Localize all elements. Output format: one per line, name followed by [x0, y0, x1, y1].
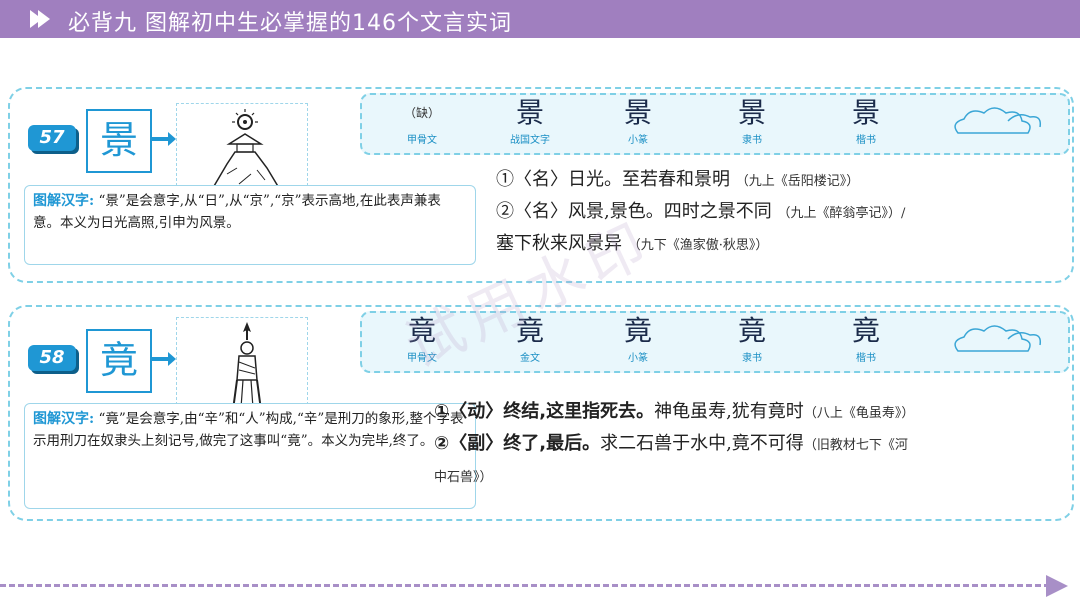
script-glyph: 景 [515, 96, 544, 129]
page-title: 必背九 图解初中生必掌握的146个文言实词 [68, 11, 512, 36]
bottom-divider [0, 584, 1050, 587]
script-label: 隶书 [742, 135, 762, 146]
definition-source: （九上《岳阳楼记》） [735, 174, 860, 189]
definition-2: ②〈副〉终了,最后。求二石兽于水中,竟不可得（旧教材七下《河 [434, 429, 1064, 461]
entry-number-badge: 58 [28, 345, 76, 371]
definition-text: 求二石兽于水中,竟不可得 [600, 433, 804, 454]
entry-number-badge: 57 [28, 125, 76, 151]
play-icon [38, 10, 50, 28]
cloud-icon [954, 107, 1042, 134]
definition-2: ②〈名〉风景,景色。四时之景不同 （九上《醉翁亭记》）/ [496, 197, 905, 229]
script-regular: 景 楷书 [826, 95, 906, 146]
script-glyph: 景 [623, 96, 652, 129]
arrow-icon [152, 352, 176, 366]
definitions-list: ①〈动〉终结,这里指死去。神龟虽寿,犹有竟时（八上《龟虽寿》） ②〈副〉终了,最… [434, 397, 1064, 493]
definition-text: 神龟虽寿,犹有竟时 [654, 401, 804, 422]
illustration-sun-over-hill [176, 103, 308, 201]
character-explanation: 图解汉字: “竟”是会意字,由“辛”和“人”构成,“辛”是刑刀的象形,整个字表示… [24, 403, 476, 509]
script-glyph: 景 [737, 96, 766, 129]
script-label: 战国文字 [510, 135, 550, 146]
script-glyph: 竟 [407, 314, 436, 347]
definition-2-cont: 中石兽》） [434, 461, 1064, 493]
script-label: 甲骨文 [407, 135, 437, 146]
script-glyph: 景 [851, 96, 880, 129]
script-glyph: 竟 [515, 314, 544, 347]
definition-source: （九上《醉翁亭记》）/ [777, 206, 906, 221]
script-oracle: 竟 甲骨文 [382, 313, 462, 364]
definition-2-cont: 塞下秋来风景异 （九下《渔家傲·秋思》） [496, 229, 905, 261]
script-small-seal: 景 小篆 [598, 95, 678, 146]
explain-heading: 图解汉字: [33, 193, 95, 209]
entry-character: 竟 [86, 329, 152, 393]
script-oracle: （缺） 甲骨文 [382, 95, 462, 146]
script-glyph: 竟 [851, 314, 880, 347]
title-bar: 必背九 图解初中生必掌握的146个文言实词 [0, 0, 1080, 38]
entry-card-58: 竟 甲骨文 竟 金文 竟 小篆 竟 隶书 竟 楷书 58 竟 [8, 305, 1074, 521]
definitions-list: ①〈名〉日光。至若春和景明 （九上《岳阳楼记》） ②〈名〉风景,景色。四时之景不… [496, 165, 905, 261]
definition-1: ①〈动〉终结,这里指死去。神龟虽寿,犹有竟时（八上《龟虽寿》） [434, 397, 1064, 429]
cloud-icon [954, 325, 1042, 352]
definition-source: 中石兽》） [434, 470, 493, 485]
script-regular: 竟 楷书 [826, 313, 906, 364]
script-small-seal: 竟 小篆 [598, 313, 678, 364]
definition-tag: ②〈副〉终了,最后。 [434, 433, 601, 454]
script-glyph: 竟 [737, 314, 766, 347]
entry-character: 景 [86, 109, 152, 173]
script-label: 小篆 [628, 135, 648, 146]
script-glyph: 竟 [623, 314, 652, 347]
script-evolution-strip: 竟 甲骨文 竟 金文 竟 小篆 竟 隶书 竟 楷书 [360, 311, 1070, 373]
script-label: 楷书 [856, 353, 876, 364]
script-label: 楷书 [856, 135, 876, 146]
script-label: 甲骨文 [407, 353, 437, 364]
script-label: 小篆 [628, 353, 648, 364]
script-bronze: 竟 金文 [490, 313, 570, 364]
definition-source: （旧教材七下《河 [803, 438, 908, 453]
illustration-branded-slave [176, 317, 308, 415]
script-warring-states: 景 战国文字 [490, 95, 570, 146]
definition-text: ①〈名〉日光。至若春和景明 [496, 169, 730, 190]
definition-source: （八上《龟虽寿》） [803, 406, 915, 421]
arrow-icon [152, 132, 176, 146]
definition-tag: ①〈动〉终结,这里指死去。 [434, 401, 655, 422]
script-glyph: （缺） [403, 106, 440, 120]
definition-source: （九下《渔家傲·秋思》） [627, 238, 769, 253]
script-label: 隶书 [742, 353, 762, 364]
script-label: 金文 [520, 353, 540, 364]
definition-text: 塞下秋来风景异 [496, 233, 622, 254]
explain-heading: 图解汉字: [33, 411, 95, 427]
script-clerical: 景 隶书 [712, 95, 792, 146]
script-evolution-strip: （缺） 甲骨文 景 战国文字 景 小篆 景 隶书 景 楷书 [360, 93, 1070, 155]
definition-1: ①〈名〉日光。至若春和景明 （九上《岳阳楼记》） [496, 165, 905, 197]
explain-text: “景”是会意字,从“日”,从“京”,“京”表示高地,在此表声兼表意。本义为日光高… [33, 193, 441, 231]
entry-card-57: （缺） 甲骨文 景 战国文字 景 小篆 景 隶书 景 楷书 57 景 [8, 87, 1074, 283]
character-explanation: 图解汉字: “景”是会意字,从“日”,从“京”,“京”表示高地,在此表声兼表意。… [24, 185, 476, 265]
script-clerical: 竟 隶书 [712, 313, 792, 364]
explain-text: “竟”是会意字,由“辛”和“人”构成,“辛”是刑刀的象形,整个字表示用刑刀在奴隶… [33, 411, 464, 449]
definition-text: ②〈名〉风景,景色。四时之景不同 [496, 201, 772, 222]
arrow-right-icon [1046, 575, 1068, 597]
